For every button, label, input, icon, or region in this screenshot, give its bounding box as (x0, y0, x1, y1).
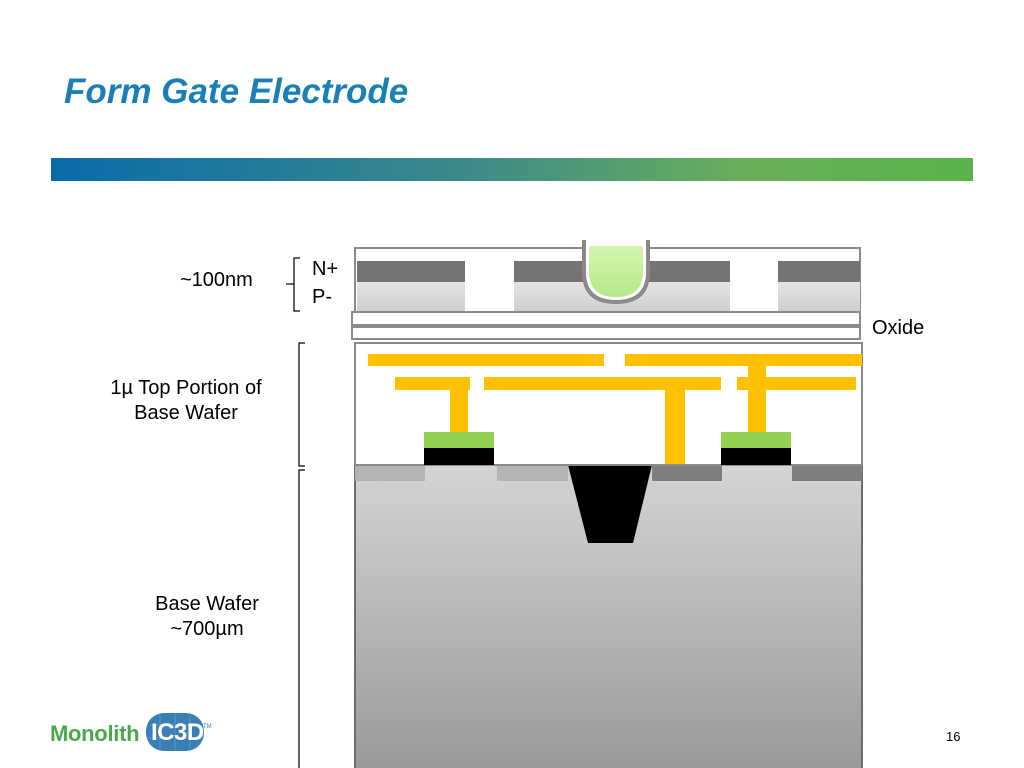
label-p-minus: P- (312, 286, 332, 308)
metal-line-6 (781, 377, 856, 390)
bracket-base-wafer (298, 469, 305, 768)
metal-line-4 (484, 377, 721, 390)
label-base-wafer-line2: ~700µm (170, 618, 244, 640)
title-gradient-bar (51, 158, 973, 181)
metal-line-3 (395, 377, 470, 390)
logo-tm: TM (203, 724, 212, 730)
metal-line-2 (625, 354, 862, 366)
metal-via-2 (665, 390, 685, 464)
contact-black-2 (721, 448, 791, 465)
contact-green-2 (721, 432, 791, 448)
n-plus-seg-3 (778, 261, 860, 282)
metal-via-3 (748, 366, 766, 432)
wafer-region-4 (792, 464, 862, 481)
metal-via-1 (450, 390, 468, 432)
oxide-layer-2 (351, 326, 861, 340)
label-top-portion-line1: 1µ Top Portion of (110, 377, 262, 399)
wafer-region-3 (652, 464, 722, 481)
logo-word: Monolith (50, 721, 140, 746)
metal-line-1 (368, 354, 604, 366)
label-100nm: ~100nm (180, 269, 253, 291)
p-minus-seg-3 (778, 282, 860, 311)
contact-green-1 (424, 432, 494, 448)
label-top-portion-line2: Base Wafer (134, 402, 238, 424)
logo-mark: IC3D (151, 719, 204, 746)
p-minus-seg-1 (357, 282, 465, 311)
wafer-region-1 (355, 464, 425, 481)
label-top-portion: 1µ Top Portion of Base Wafer (86, 376, 286, 426)
label-base-wafer-line1: Base Wafer (155, 593, 259, 615)
oxide-layer-1 (351, 311, 861, 326)
n-plus-seg-1 (357, 261, 465, 282)
trench (568, 465, 652, 543)
label-n-plus: N+ (312, 258, 339, 280)
contact-black-1 (424, 448, 494, 465)
bracket-top-portion (298, 342, 305, 467)
gate-fill (589, 246, 643, 297)
wafer-region-2 (497, 464, 568, 481)
label-base-wafer: Base Wafer ~700µm (127, 592, 287, 642)
slide-number: 16 (946, 729, 961, 744)
slide-title: Form Gate Electrode (64, 72, 409, 111)
label-oxide: Oxide (872, 317, 925, 339)
bracket-100nm (293, 257, 300, 312)
